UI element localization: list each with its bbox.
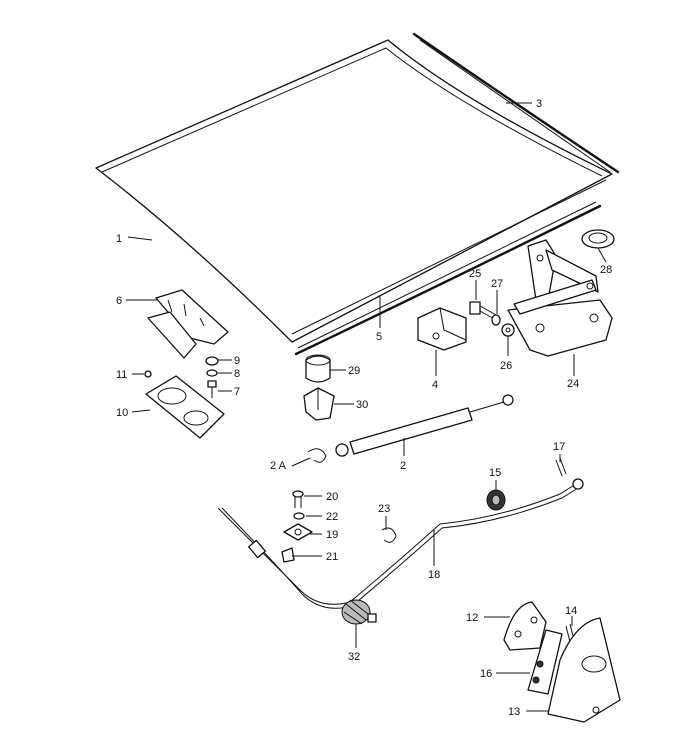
guide-plate xyxy=(145,375,225,439)
hinge xyxy=(507,239,613,357)
callout-14: 14 xyxy=(565,605,577,617)
spring-clip xyxy=(307,448,327,463)
callout-15: 15 xyxy=(489,467,501,479)
callout-5: 5 xyxy=(376,331,382,343)
screw-7 xyxy=(207,380,217,398)
lock-bracket xyxy=(417,307,467,351)
clip xyxy=(303,387,335,421)
release-lever xyxy=(527,629,563,695)
callout-12: 12 xyxy=(466,612,478,624)
screw-20 xyxy=(292,490,304,508)
callout-24: 24 xyxy=(567,378,579,390)
washer-8 xyxy=(206,369,218,377)
release-cable xyxy=(217,478,584,609)
callout-6: 6 xyxy=(116,295,122,307)
callout-32: 32 xyxy=(348,651,360,663)
lock-striker xyxy=(147,289,229,359)
callout-22: 22 xyxy=(326,511,338,523)
callout-28: 28 xyxy=(600,264,612,276)
nut-9 xyxy=(205,356,219,366)
callout-27: 27 xyxy=(491,278,503,290)
screw-11 xyxy=(144,370,152,378)
callout-11: 11 xyxy=(116,369,127,381)
callout-3: 3 xyxy=(536,98,542,110)
release-cover xyxy=(547,617,621,723)
pull-knob xyxy=(341,599,377,625)
release-bracket xyxy=(503,601,547,651)
callout-8: 8 xyxy=(234,368,240,380)
leader-lines xyxy=(126,102,607,712)
nut-22 xyxy=(293,512,305,520)
seal-strip-front xyxy=(294,201,602,356)
callout-2: 2 xyxy=(400,460,406,472)
callout-10: 10 xyxy=(116,407,128,419)
callout-21: 21 xyxy=(326,551,338,563)
cable-clip xyxy=(381,527,397,543)
washer-26 xyxy=(501,323,515,337)
grommet-15 xyxy=(486,489,506,511)
callout-26: 26 xyxy=(500,360,512,372)
seal-strip-rear xyxy=(412,32,620,174)
plug xyxy=(281,547,295,563)
callout-17: 17 xyxy=(553,441,565,453)
callout-1: 1 xyxy=(116,233,122,245)
callout-4: 4 xyxy=(432,379,438,391)
callout-7: 7 xyxy=(234,386,240,398)
callout-13: 13 xyxy=(508,706,520,718)
callout-19: 19 xyxy=(326,529,338,541)
callout-16: 16 xyxy=(480,668,492,680)
callout-29: 29 xyxy=(348,365,360,377)
gas-strut xyxy=(335,394,514,457)
cap xyxy=(305,354,331,383)
grommet xyxy=(581,229,615,249)
callout-2a: 2 A xyxy=(270,460,287,472)
wing-clip xyxy=(283,523,313,541)
hood-panel xyxy=(95,39,613,343)
callout-18: 18 xyxy=(428,569,440,581)
washer-27 xyxy=(491,314,501,326)
callout-30: 30 xyxy=(356,399,368,411)
bolt-17 xyxy=(555,457,567,477)
callout-25: 25 xyxy=(469,268,481,280)
callout-23: 23 xyxy=(378,503,390,515)
callout-9: 9 xyxy=(234,355,240,367)
callout-20: 20 xyxy=(326,491,338,503)
